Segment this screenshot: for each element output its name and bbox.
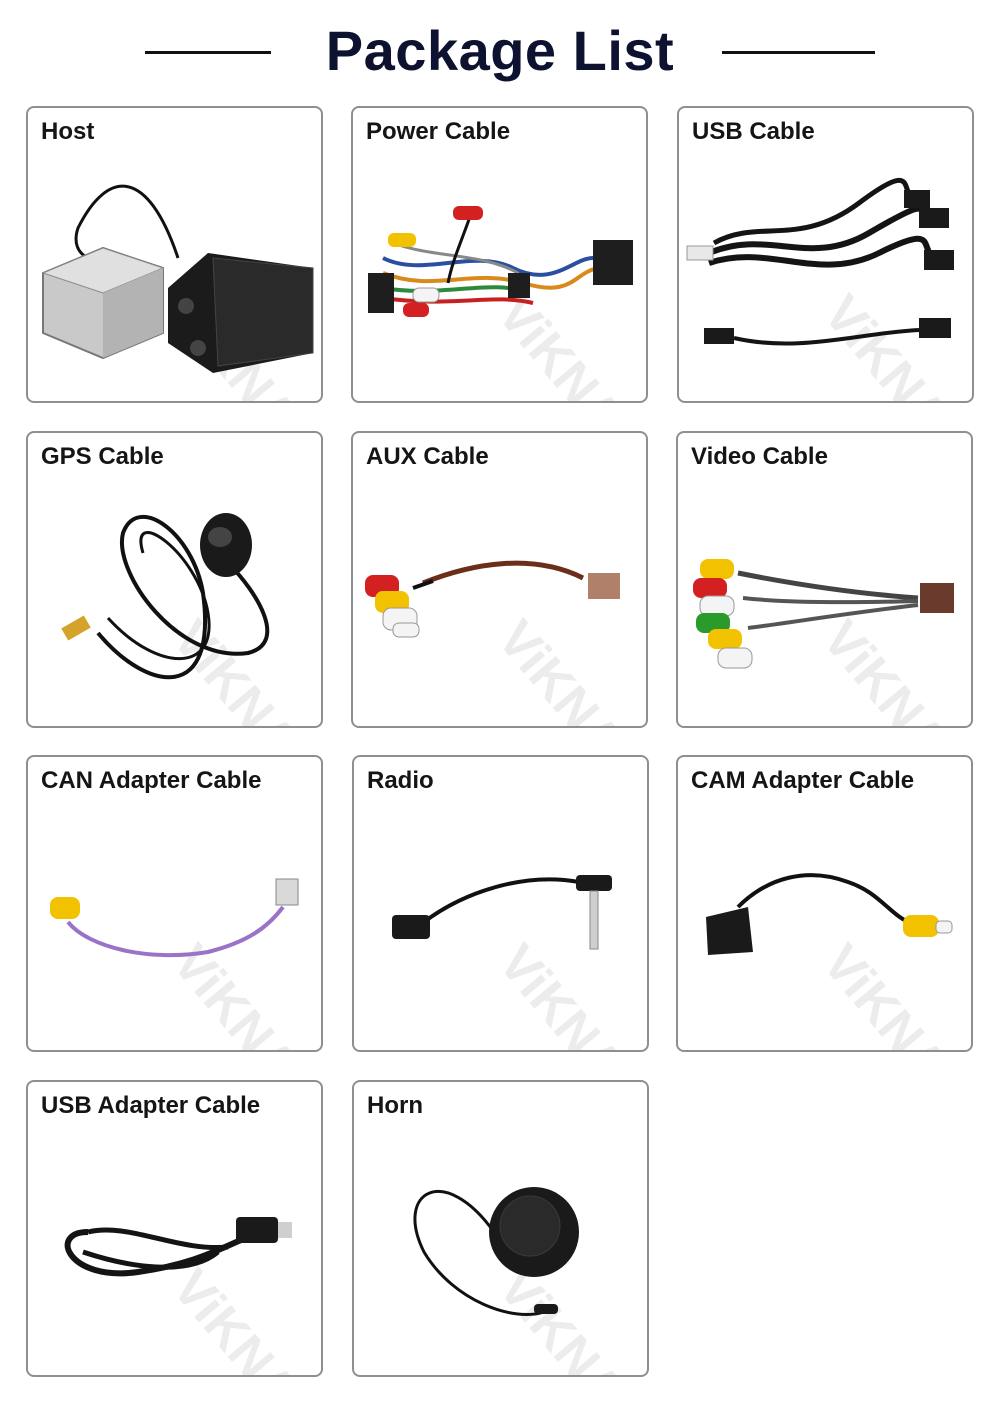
watermark: ViKNAV <box>161 610 323 728</box>
item-card-horn: ViKNAV Horn <box>352 1080 649 1377</box>
radio-image: ViKNAV <box>392 875 649 1052</box>
can-adapter-cable-image: ViKNAV <box>50 878 323 1052</box>
item-label: GPS Cable <box>41 443 164 470</box>
watermark: ViKNAV <box>161 934 323 1052</box>
item-label: CAM Adapter Cable <box>691 767 915 794</box>
watermark: ViKNAV <box>486 285 648 403</box>
item-card-host: ViKNAV Host <box>26 106 323 403</box>
watermark: ViKNAV <box>487 934 649 1052</box>
item-card-usb-cable: ViKNAV USB Cable <box>677 106 974 403</box>
watermark: ViKNAV <box>811 610 973 728</box>
page-header: Package List <box>0 0 1000 100</box>
header-rule-left <box>145 51 271 54</box>
usb-cable-image: ViKNAV <box>686 177 974 403</box>
item-card-gps-cable: ViKNAV GPS Cable <box>26 431 323 728</box>
item-label: Host <box>41 118 95 145</box>
power-cable-image: ViKNAV <box>368 206 648 403</box>
video-cable-image: ViKNAV <box>693 559 973 728</box>
item-card-usb-adapter-cable: ViKNAV USB Adapter Cable <box>26 1080 323 1377</box>
horn-image: ViKNAV <box>413 1187 649 1377</box>
item-label: USB Cable <box>692 118 815 145</box>
item-label: Radio <box>367 767 434 794</box>
item-card-power-cable: ViKNAV Power Cable <box>351 106 648 403</box>
item-card-video-cable: ViKNAV Video Cable <box>676 431 973 728</box>
watermark: ViKNAV <box>161 1259 323 1377</box>
header-rule-right <box>722 51 875 54</box>
item-label: CAN Adapter Cable <box>41 767 262 794</box>
item-card-cam-adapter-cable: ViKNAV CAM Adapter Cable <box>676 755 973 1052</box>
item-card-radio: ViKNAV Radio <box>352 755 649 1052</box>
usb-adapter-cable-image: ViKNAV <box>64 1217 323 1377</box>
page-title: Package List <box>325 19 675 82</box>
item-label: AUX Cable <box>366 443 489 470</box>
item-label: Power Cable <box>366 118 511 145</box>
host-image: ViKNAV <box>41 184 321 401</box>
item-label: Video Cable <box>691 443 828 470</box>
watermark: ViKNAV <box>812 285 974 403</box>
item-card-aux-cable: ViKNAV AUX Cable <box>351 431 648 728</box>
item-label: Horn <box>367 1092 423 1119</box>
item-label: USB Adapter Cable <box>41 1092 261 1119</box>
aux-cable-image: ViKNAV <box>365 560 648 728</box>
watermark: ViKNAV <box>486 610 648 728</box>
watermark: ViKNAV <box>811 934 973 1052</box>
item-card-can-adapter-cable: ViKNAV CAN Adapter Cable <box>26 755 323 1052</box>
watermark: ViKNAV <box>487 1259 649 1377</box>
gps-cable-image: ViKNAV <box>61 513 323 728</box>
cam-adapter-cable-image: ViKNAV <box>706 873 973 1052</box>
